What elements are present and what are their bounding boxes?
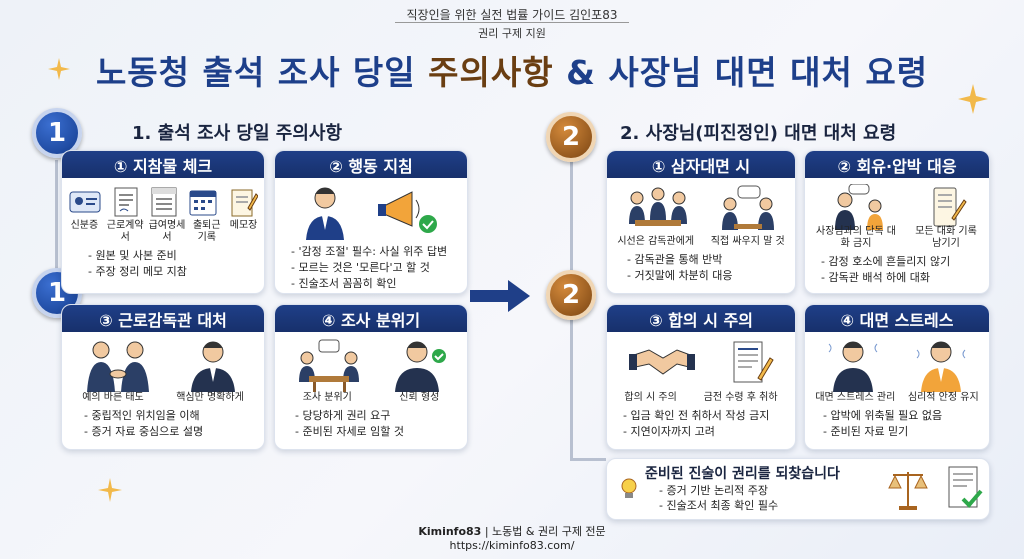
megaphone-icon [378, 191, 437, 233]
page-title: 노동청 출석 조사 당일 주의사항 & 사장님 대면 대처 요령 [95, 53, 929, 92]
bullet: - 준비된 자료 믿기 [823, 425, 909, 438]
guide-subtitle: 직장인을 위한 실전 법률 가이드 김인포83 [406, 8, 618, 22]
summary-title: 준비된 진술이 권리를 되찾습니다 [645, 466, 840, 482]
bullet: - 거짓말에 차분히 대응 [627, 269, 733, 282]
arrow-right-icon [470, 280, 530, 312]
sparkle-icon [958, 84, 988, 114]
bullet: - 주장 정리 메모 지참 [88, 265, 187, 278]
bullet: - 모르는 것은 '모른다'고 할 것 [291, 261, 430, 274]
bullet: - 중립적인 위치임을 이해 [84, 409, 200, 422]
timeline-line [570, 458, 606, 461]
handshake-people-icon [87, 341, 149, 392]
section-2-heading: 2. 사장님(피진정인) 대면 대처 요령 [620, 123, 897, 144]
bullet: - 감정 호소에 흔들리지 않기 [821, 255, 951, 268]
item-label: 메모장 [229, 220, 258, 231]
card-stress: ④ 대면 스트레스 대면 스트레스 관리 심리적 안정 유지 - 압박에 위축될… [804, 304, 990, 450]
item-label: 사장님과의 단독 대화 금지 [816, 226, 896, 249]
card-settlement: ③ 합의 시 주의 합의 시 주의 금전 수령 후 취하 - 입금 확인 전 취… [606, 304, 796, 450]
bullet: - 감독관을 통해 반박 [627, 253, 723, 266]
calm-person-icon [916, 341, 966, 392]
item-label: 핵심만 명확하게 [176, 392, 244, 403]
card-title: ① 지참물 체크 [62, 151, 264, 178]
conversation-icon [721, 185, 774, 230]
item-label: 모든 대화 기록 남기기 [915, 226, 977, 249]
notepad-icon [231, 189, 258, 217]
section-1-heading: 1. 출석 조사 당일 주의사항 [132, 123, 343, 144]
footer-brand: Kiminfo83 | 노동법 & 권리 구제 전문 [418, 525, 606, 538]
card-inspector: ③ 근로감독관 대처 예의 바른 태도 핵심만 명확하게 - 중립적인 위치임을… [61, 304, 265, 450]
record-notepad-icon [933, 187, 967, 227]
bullet: - 압박에 위축될 필요 없음 [823, 409, 943, 422]
item-label: 신분증 [70, 220, 99, 231]
card-title: ④ 대면 스트레스 [805, 305, 989, 332]
card-title: ① 삼자대면 시 [607, 151, 795, 178]
card-title: ③ 합의 시 주의 [607, 305, 795, 332]
card-title: ② 회유·압박 대응 [805, 151, 989, 178]
item-label: 조사 분위기 [302, 392, 352, 403]
bullet: - 증거 자료 중심으로 설명 [84, 425, 204, 438]
card-checklist: ① 지참물 체크 신분증 근로계약서 급여명세서 출퇴근 기록 메모장 - 원본… [61, 150, 265, 294]
item-label: 신뢰 형성 [399, 392, 440, 403]
bullet: - 원본 및 사본 준비 [88, 249, 177, 262]
footer-url[interactable]: https://kiminfo83.com/ [449, 539, 575, 552]
item-label: 시선은 감독관에게 [617, 236, 695, 247]
confident-person-icon [395, 341, 446, 392]
stressed-person-icon [828, 341, 878, 392]
section-2-badge-mid: 2 [546, 270, 596, 320]
support-tag: 권리 구제 지원 [478, 27, 546, 40]
item-label: 금전 수령 후 취하 [703, 392, 778, 403]
meeting-icon [628, 187, 687, 226]
document-pen-icon [733, 341, 774, 383]
boss-talking-icon [834, 184, 883, 230]
card-three-party: ① 삼자대면 시 시선은 감독관에게 직접 싸우지 말 것 - 감독관을 통해 … [606, 150, 796, 294]
calendar-icon [189, 190, 217, 216]
item-label: 예의 바른 태도 [82, 392, 144, 403]
bullet: - 준비된 자세로 임할 것 [295, 425, 405, 438]
item-label: 합의 시 주의 [624, 392, 677, 403]
document-check-icon [948, 466, 983, 508]
header-divider [395, 22, 629, 23]
bullet: - 감독관 배석 하에 대화 [821, 271, 931, 284]
bullet: - 당당하게 권리 요구 [295, 409, 391, 422]
card-title: ② 행동 지침 [275, 151, 467, 178]
timeline-line [55, 160, 58, 300]
sparkle-icon [98, 478, 122, 502]
item-label: 직접 싸우지 말 것 [710, 236, 785, 247]
handshake-icon [628, 349, 695, 375]
item-label: 심리적 안정 유지 [907, 392, 979, 403]
bullet: - '감정 조절' 필수: 사실 위주 답변 [291, 245, 448, 258]
card-atmosphere: ④ 조사 분위기 조사 분위기 신뢰 형성 - 당당하게 권리 요구 - 준비된… [274, 304, 468, 450]
card-title: ④ 조사 분위기 [275, 305, 467, 332]
id-card-icon [69, 191, 101, 213]
interview-table-icon [299, 339, 359, 392]
card-title: ③ 근로감독관 대처 [62, 305, 264, 332]
lightbulb-icon [621, 478, 637, 498]
person-icon [306, 187, 344, 240]
bullet: - 진술조서 꼼꼼히 확인 [291, 277, 397, 290]
section-2-badge: 2 [546, 112, 596, 162]
bullet: - 입금 확인 전 취하서 작성 금지 [623, 409, 770, 422]
item-label: 근로계약서 [106, 220, 144, 243]
payslip-icon [151, 187, 177, 217]
summary-card: 준비된 진술이 권리를 되찾습니다 - 증거 기반 논리적 주장 - 진술조서 … [606, 458, 990, 520]
card-conduct: ② 행동 지침 - '감정 조절' 필수: 사실 위주 답변 - 모르는 것은 … [274, 150, 468, 294]
contract-icon [114, 187, 138, 217]
scale-icon [888, 472, 928, 510]
bullet: - 진술조서 최종 확인 필수 [659, 499, 779, 512]
item-label: 출퇴근 기록 [192, 220, 221, 243]
officer-icon [191, 341, 235, 392]
section-1-badge: 1 [32, 108, 82, 158]
item-label: 대면 스트레스 관리 [815, 392, 896, 403]
bullet: - 증거 기반 논리적 주장 [659, 484, 769, 497]
card-pressure: ② 회유·압박 대응 사장님과의 단독 대화 금지 모든 대화 기록 남기기 -… [804, 150, 990, 294]
item-label: 급여명세서 [148, 220, 186, 243]
sparkle-icon [48, 58, 70, 80]
bullet: - 지연이자까지 고려 [623, 425, 715, 438]
